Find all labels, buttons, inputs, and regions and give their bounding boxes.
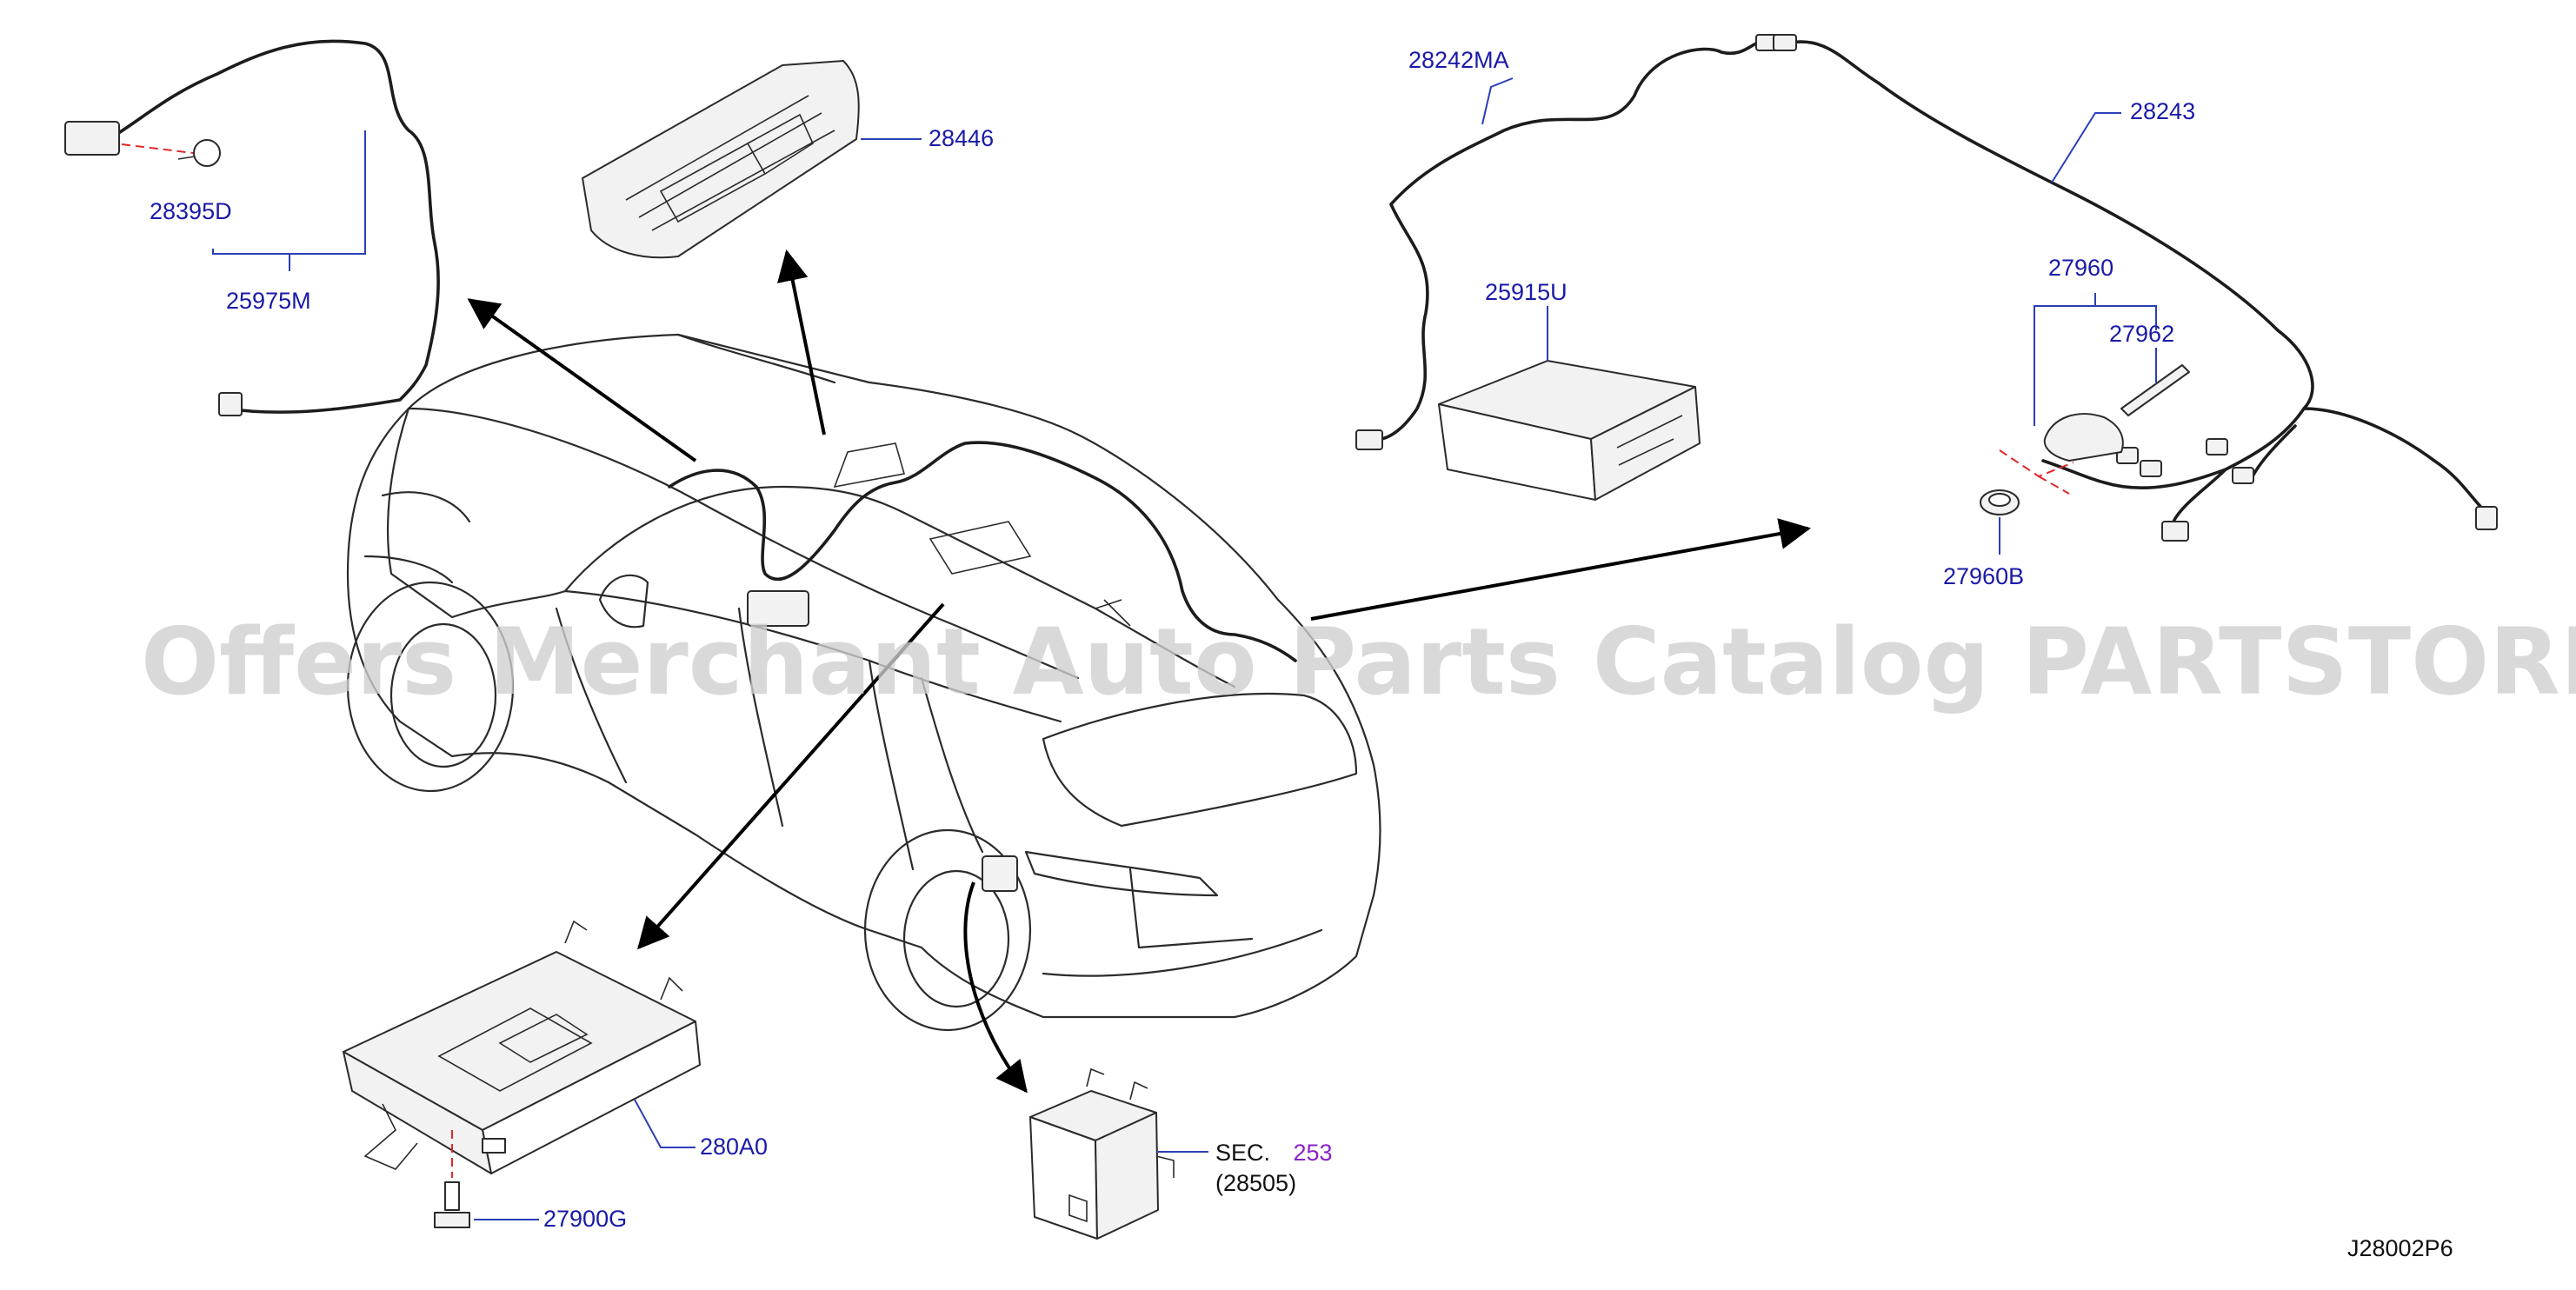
antenna-mast-27962: [2120, 364, 2190, 416]
nut-27960b: [1980, 489, 2020, 515]
callout-arrows: [467, 249, 1811, 1094]
control-unit-280a0: [343, 920, 701, 1174]
label-280a0: 280A0: [700, 1134, 768, 1160]
in-vehicle-harness: [668, 441, 1297, 662]
label-25975m: 25975M: [226, 288, 311, 314]
label-27962: 27962: [2109, 321, 2174, 347]
watermark: Offers Merchant Auto Parts Catalog PARTS…: [141, 608, 2576, 715]
diagram-code: J28002P6: [2347, 1235, 2453, 1261]
label-27960: 27960: [2048, 255, 2113, 281]
label-27900g: 27900G: [543, 1206, 627, 1232]
harness-28243: [1773, 34, 2498, 542]
antenna-27960: [2043, 413, 2124, 462]
sec-number-link[interactable]: 253: [1293, 1140, 1332, 1166]
bolt-27900g: [434, 1181, 470, 1228]
label-28446: 28446: [929, 125, 994, 151]
sec-prefix: SEC.: [1215, 1140, 1270, 1166]
harness-25975m: [64, 39, 440, 416]
module-sec-253: [1029, 1067, 1175, 1240]
sec-label: SEC. 253: [1215, 1140, 1333, 1166]
sec-ref: (28505): [1215, 1170, 1296, 1196]
label-28243: 28243: [2130, 98, 2195, 124]
label-27960b: 27960B: [1943, 563, 2024, 589]
label-28395d: 28395D: [150, 198, 232, 224]
label-28242ma: 28242MA: [1408, 47, 1509, 73]
label-25915u: 25915U: [1485, 279, 1568, 305]
screw-28395d: [177, 139, 221, 167]
module-25915u: [1438, 360, 1701, 501]
console-28446: [582, 60, 860, 259]
